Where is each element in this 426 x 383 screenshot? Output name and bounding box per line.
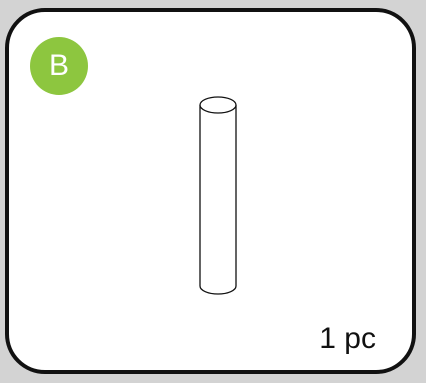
part-letter-badge: B bbox=[30, 37, 88, 95]
quantity-label: 1 pc bbox=[319, 322, 376, 355]
